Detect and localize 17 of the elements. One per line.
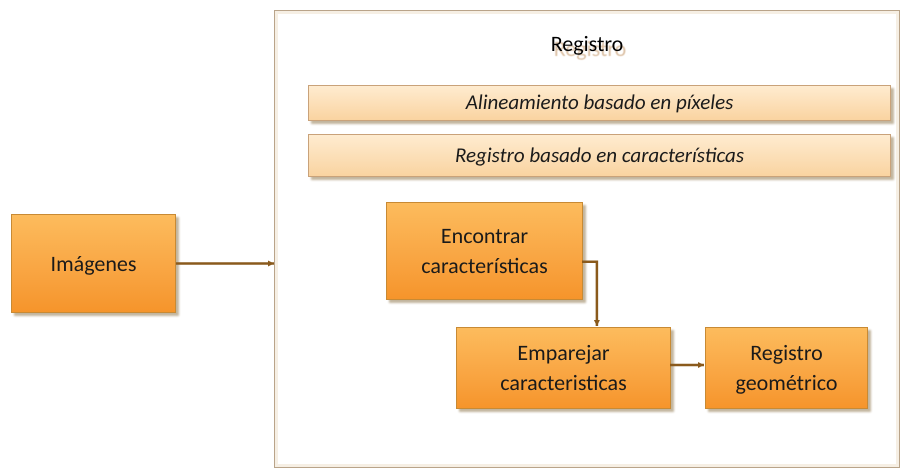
arrow bbox=[176, 260, 274, 266]
arrow bbox=[582, 260, 600, 326]
process-box bbox=[456, 327, 671, 409]
process-box bbox=[386, 202, 583, 300]
arrow bbox=[670, 362, 704, 368]
box-label: Registro basado en características bbox=[454, 140, 744, 170]
method-band bbox=[308, 85, 891, 121]
box-label: Alineamiento basado en píxeles bbox=[466, 88, 734, 118]
method-band bbox=[308, 134, 891, 177]
process-box bbox=[705, 327, 868, 409]
box-label: Emparejar caracteristicas bbox=[499, 338, 628, 398]
box-label: Imágenes bbox=[50, 248, 136, 278]
box-label: Encontrar características bbox=[420, 221, 549, 281]
box-label: Registro geométrico bbox=[734, 338, 838, 398]
group-heading: Registro bbox=[550, 29, 624, 59]
process-box bbox=[11, 214, 176, 313]
group-panel bbox=[274, 10, 900, 468]
